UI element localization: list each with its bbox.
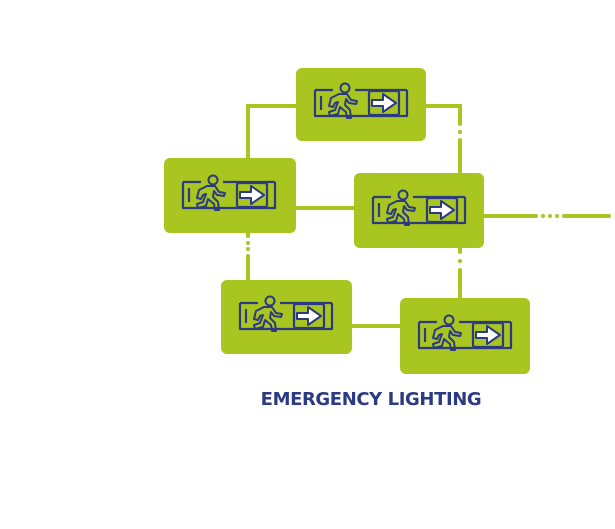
diagram-caption: EMERGENCY LIGHTING [260, 389, 482, 410]
exit-sign-top [296, 68, 426, 141]
exit-sign-left [164, 158, 296, 233]
connector-lines [246, 104, 611, 328]
exit-sign-center [354, 173, 484, 248]
exit-sign-bottom-right [400, 298, 530, 374]
connector-dots [246, 130, 559, 263]
connector-top-center [424, 104, 462, 126]
exit-sign-bottom-left [221, 280, 352, 354]
connector-left-top [246, 104, 298, 162]
